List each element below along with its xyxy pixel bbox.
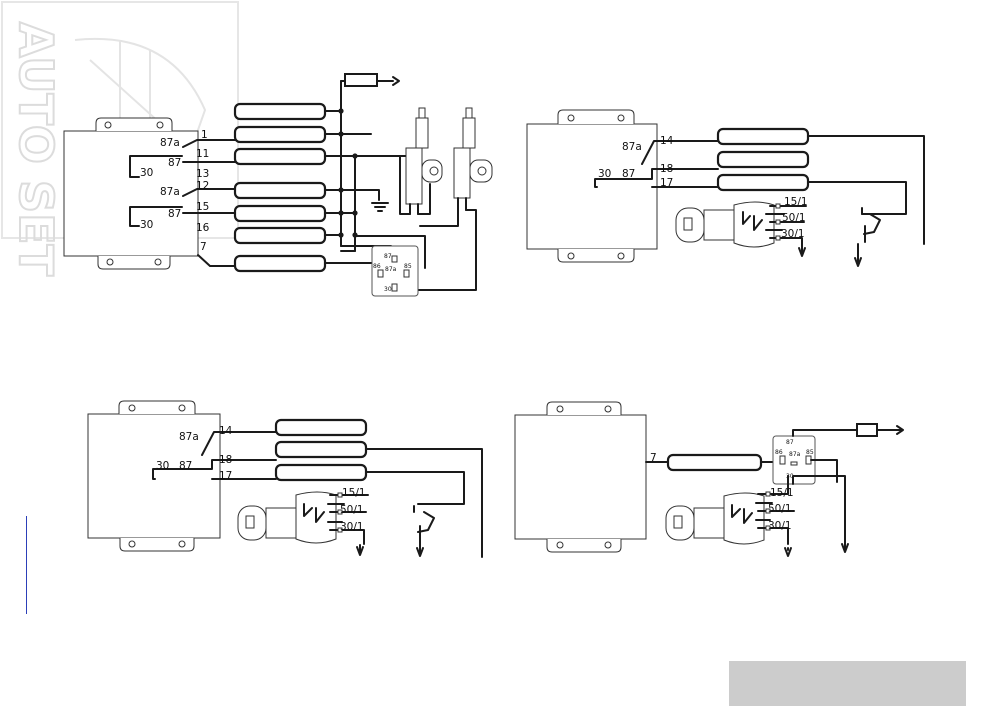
panel-c: 87a 30 87 14 18 17 15/1 50/1 30/1: [87, 400, 483, 558]
wire-number: 11: [196, 148, 209, 160]
svg-text:85: 85: [806, 449, 814, 456]
svg-text:87a: 87a: [622, 141, 642, 153]
ignition-switch-b: [675, 201, 807, 253]
svg-text:30: 30: [786, 473, 794, 480]
fuse-a: [344, 73, 378, 87]
svg-text:87: 87: [786, 439, 794, 446]
svg-text:50/1: 50/1: [340, 504, 364, 516]
wire-number: 7: [200, 241, 207, 253]
svg-text:87: 87: [622, 168, 635, 180]
harness-a-2: [233, 125, 327, 144]
harness-a-6: [233, 226, 327, 245]
svg-text:18: 18: [219, 454, 232, 466]
svg-text:87: 87: [384, 253, 392, 260]
harness-a-1: [233, 102, 327, 121]
wire-number: 1: [201, 129, 208, 141]
wire-number: 13: [196, 168, 209, 180]
mount-tab-a-top: [95, 117, 173, 131]
svg-text:85: 85: [404, 263, 412, 270]
footer-bar: [729, 661, 966, 706]
svg-text:15/1: 15/1: [342, 487, 366, 499]
svg-text:15/1: 15/1: [770, 487, 794, 499]
margin-line: [26, 516, 27, 614]
svg-text:50/1: 50/1: [768, 503, 792, 515]
svg-text:30: 30: [156, 460, 169, 472]
svg-text:87: 87: [179, 460, 192, 472]
svg-text:18: 18: [660, 163, 673, 175]
wire-number: 15: [196, 201, 209, 213]
actuator-a-left: [405, 107, 443, 215]
panel-d: 87 86 87a 85 30 7 15/1 5: [514, 401, 904, 557]
control-unit-d: [514, 414, 647, 540]
watermark-text: AUTO SET: [9, 22, 63, 277]
svg-text:87a: 87a: [179, 431, 199, 443]
wire-number: 16: [196, 222, 210, 234]
ignition-switch-c: [237, 491, 369, 545]
panel-b: 87a 30 87 14 18 17 15/1 50/1 30/1: [526, 109, 925, 267]
panel-a: 87 86 87a 85 30 87a 87 30 87a 87 30 1 11…: [63, 73, 493, 297]
svg-text:14: 14: [660, 135, 674, 147]
relay-label: 30: [140, 167, 153, 179]
control-unit-b: [526, 123, 658, 250]
svg-text:14: 14: [219, 425, 233, 437]
svg-text:86: 86: [373, 263, 381, 270]
harness-a-5: [233, 204, 327, 223]
svg-text:7: 7: [650, 452, 657, 464]
control-unit-a: [63, 130, 199, 257]
svg-text:17: 17: [660, 177, 673, 189]
relay-label: 87a: [160, 137, 180, 149]
svg-text:30/1: 30/1: [768, 520, 792, 532]
svg-text:87a: 87a: [385, 266, 397, 273]
svg-text:17: 17: [219, 470, 232, 482]
harness-a-3: [233, 147, 327, 166]
svg-text:86: 86: [775, 449, 783, 456]
svg-text:50/1: 50/1: [782, 212, 806, 224]
svg-text:30: 30: [384, 286, 392, 293]
relay-label: 30: [140, 219, 153, 231]
relay-label: 87a: [160, 186, 180, 198]
mount-tab-a-bottom: [97, 256, 171, 270]
svg-text:87a: 87a: [789, 451, 801, 458]
svg-text:30/1: 30/1: [781, 228, 805, 240]
harness-a-7: [233, 254, 327, 273]
svg-text:15/1: 15/1: [784, 196, 808, 208]
svg-text:30: 30: [598, 168, 611, 180]
relay-label: 87: [168, 208, 181, 220]
svg-text:30/1: 30/1: [340, 521, 364, 533]
fuse-d: [856, 423, 878, 437]
ignition-switch-d: [665, 475, 795, 545]
wire-number: 12: [196, 180, 209, 192]
actuator-a-right: [453, 107, 493, 211]
harness-a-4: [233, 181, 327, 200]
relay-module-a: 87 86 87a 85 30: [371, 245, 419, 297]
relay-label: 87: [168, 157, 181, 169]
